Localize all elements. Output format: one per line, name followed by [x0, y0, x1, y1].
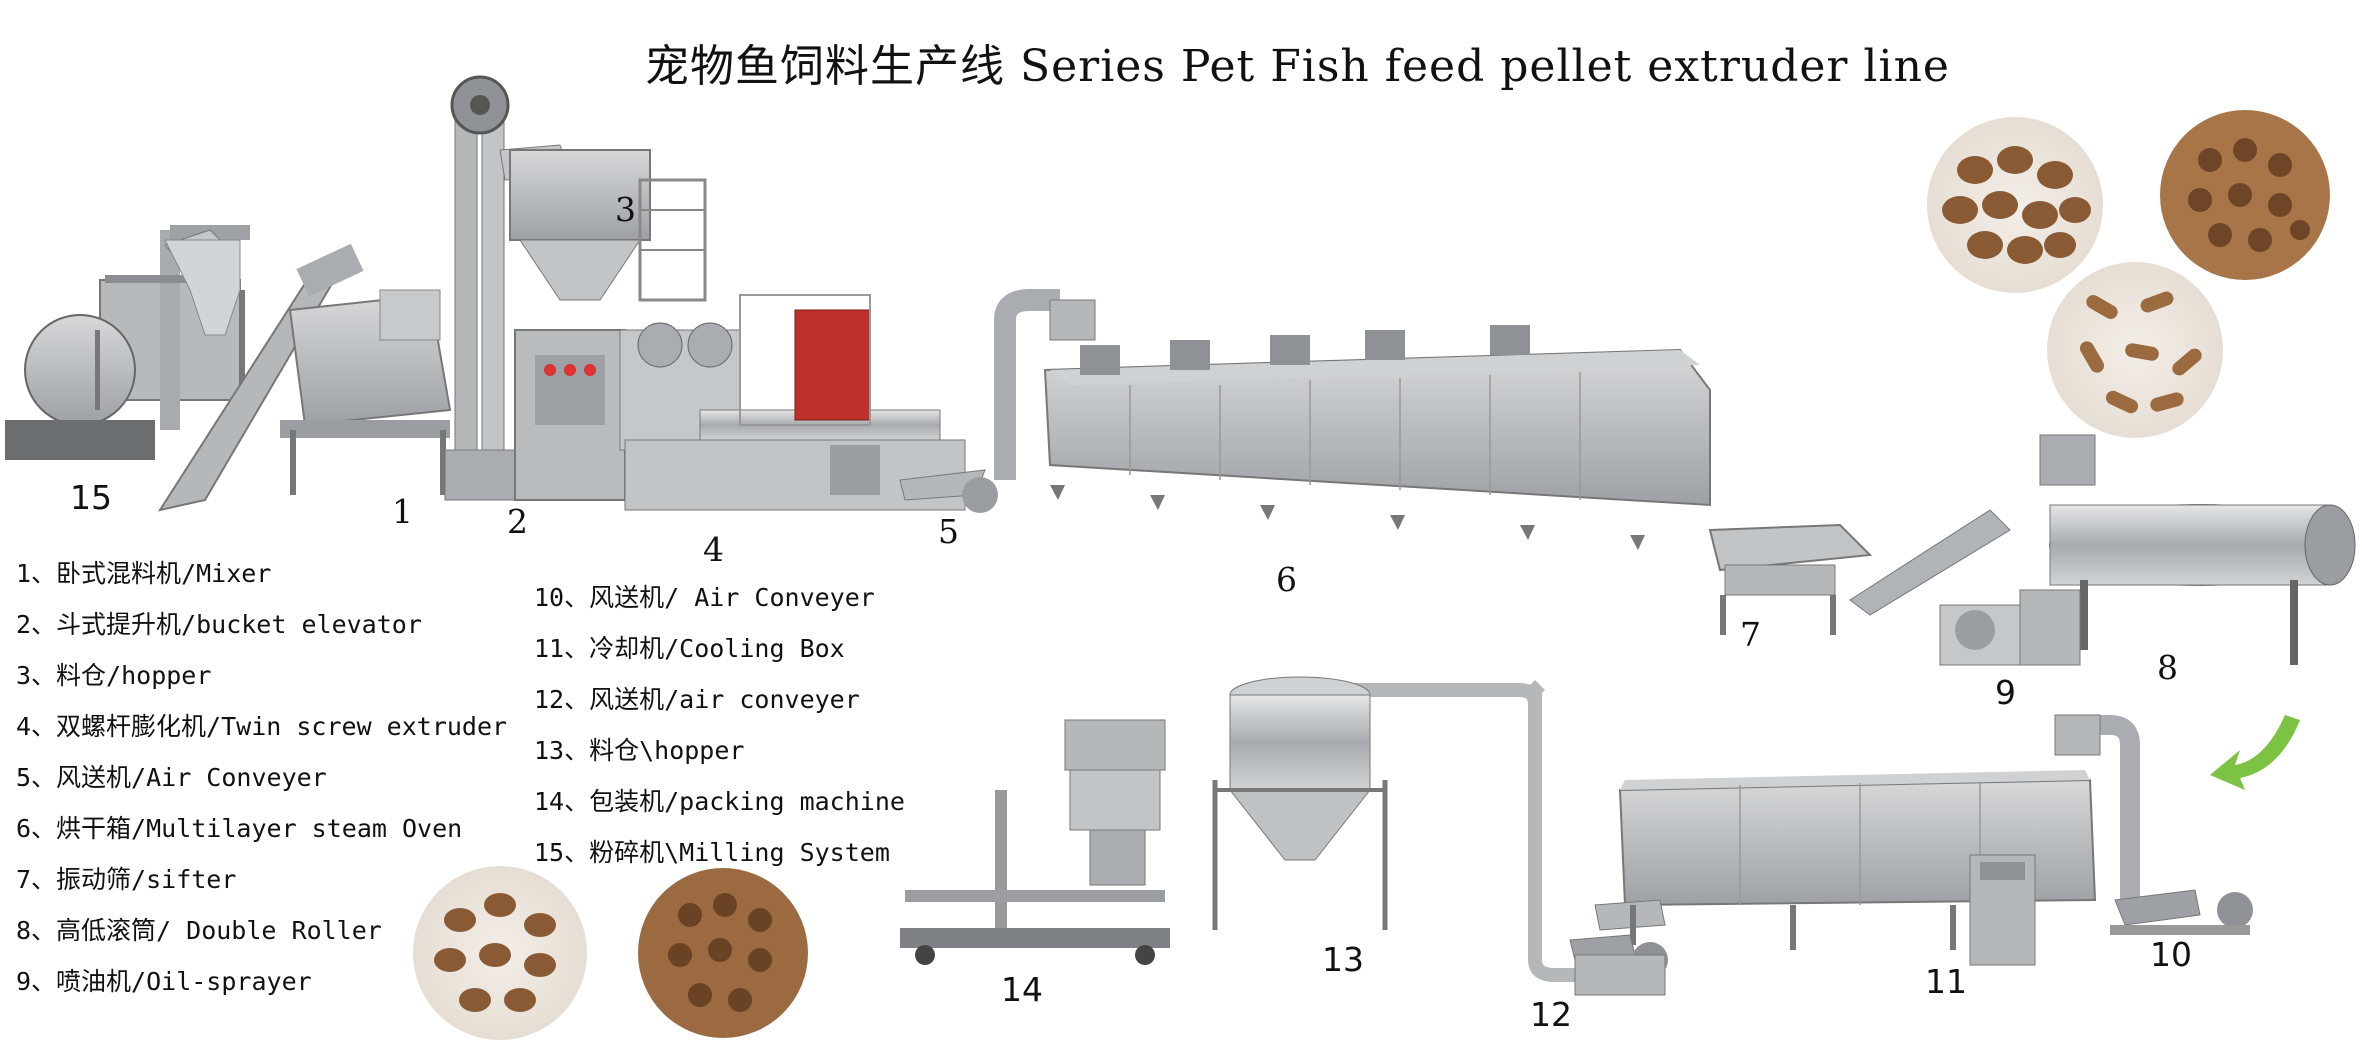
- label-2: 2: [507, 502, 528, 541]
- sifter-machine: [1708, 523, 1873, 635]
- page-title: 宠物鱼饲料生产线 Series Pet Fish feed pellet ext…: [645, 41, 1950, 92]
- legend-item-13: 13、料仓\hopper: [534, 736, 745, 765]
- legend-item-2: 2、斗式提升机/bucket elevator: [16, 610, 422, 639]
- legend-item-5: 5、风送机/Air Conveyer: [16, 763, 327, 792]
- label-5: 5: [938, 512, 959, 551]
- label-6: 6: [1276, 560, 1297, 599]
- legend-item-7: 7、振动筛/sifter: [16, 865, 237, 894]
- hopper-machine: [509, 149, 707, 302]
- legend-item-6: 6、烘干箱/Multilayer steam Oven: [16, 814, 463, 843]
- legend-item-10: 10、风送机/ Air Conveyer: [534, 583, 875, 612]
- label-8: 8: [2157, 648, 2178, 687]
- legend-right: 10、风送机/ Air Conveyer 11、冷却机/Cooling Box …: [534, 572, 905, 878]
- air-conveyer-machine-10: [2054, 714, 2253, 935]
- flow-arrow-icon: [2210, 715, 2300, 790]
- air-conveyer-pipe-5: [962, 289, 1096, 513]
- cooling-box-machine: [1594, 770, 2097, 966]
- oil-sprayer-machine: [1939, 589, 2081, 666]
- twin-screw-extruder-machine: [514, 294, 986, 511]
- legend-item-4: 4、双螺杆膨化机/Twin screw extruder: [16, 712, 508, 741]
- multilayer-oven-machine: [1043, 325, 1711, 550]
- legend-item-11: 11、冷却机/Cooling Box: [534, 634, 845, 663]
- label-15: 15: [70, 478, 112, 517]
- label-3: 3: [615, 190, 636, 229]
- legend-item-1: 1、卧式混料机/Mixer: [16, 559, 272, 588]
- hopper-machine-13: [1212, 676, 1388, 930]
- mixer-machine: [157, 243, 452, 512]
- legend-item-9: 9、喷油机/Oil-sprayer: [16, 967, 312, 996]
- kibble-photo-top-1: [1927, 117, 2103, 293]
- label-1: 1: [392, 492, 413, 531]
- double-roller-machine: [1849, 434, 2356, 665]
- label-9: 9: [1995, 673, 2016, 712]
- label-11: 11: [1925, 962, 1967, 1001]
- label-13: 13: [1322, 940, 1364, 979]
- legend-item-15: 15、粉碎机\Milling System: [534, 838, 890, 867]
- label-12: 12: [1530, 995, 1572, 1034]
- kibble-photo-top-2: [2160, 110, 2330, 280]
- kibble-photo-top-3: [2047, 262, 2223, 438]
- legend-item-12: 12、风送机/air conveyer: [534, 685, 860, 714]
- legend-item-8: 8、高低滚筒/ Double Roller: [16, 916, 382, 945]
- kibble-photo-bottom-2: [638, 868, 808, 1038]
- air-conveyer-machine-12: [1300, 680, 1668, 996]
- legend-item-14: 14、包装机/packing machine: [534, 787, 905, 816]
- legend-item-3: 3、料仓/hopper: [16, 661, 212, 690]
- legend-left: 1、卧式混料机/Mixer 2、斗式提升机/bucket elevator 3、…: [16, 548, 507, 1007]
- label-7: 7: [1740, 615, 1761, 654]
- label-10: 10: [2150, 935, 2192, 974]
- label-14: 14: [1001, 970, 1043, 1009]
- packing-machine: [900, 719, 1170, 965]
- milling-system-machine: [5, 225, 250, 460]
- label-4: 4: [703, 530, 724, 569]
- kibble-photo-bottom-1: [413, 866, 587, 1040]
